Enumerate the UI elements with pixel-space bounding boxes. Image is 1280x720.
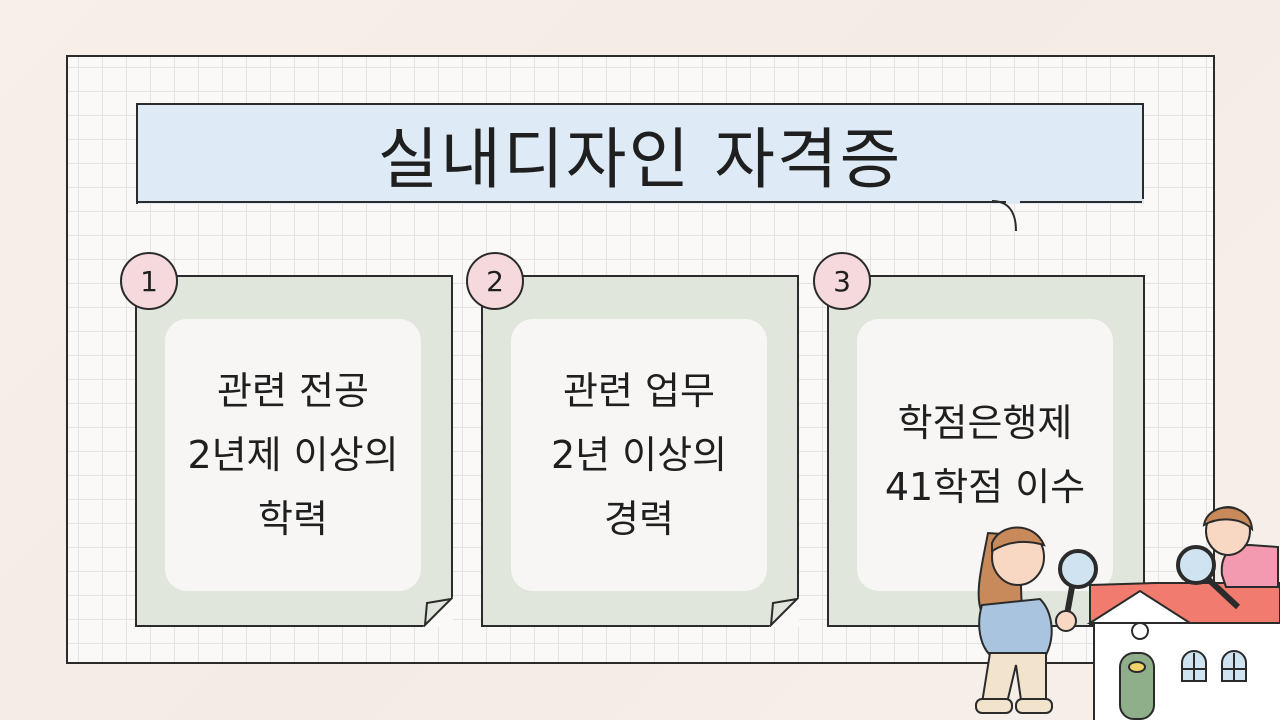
page-fold-icon [423, 597, 453, 627]
card-2: 관련 업무 2년 이상의 경력 [481, 275, 799, 627]
card-3-number-badge: 3 [813, 252, 871, 310]
page-title: 실내디자인 자격증 [377, 120, 903, 198]
card-2-number-badge: 2 [466, 252, 524, 310]
card-1: 관련 전공 2년제 이상의 학력 [135, 275, 453, 627]
title-box [136, 103, 1144, 204]
child-with-magnifier-illustration [1176, 506, 1279, 610]
title-right-edge [1142, 103, 1144, 199]
speech-tail-icon [991, 200, 1017, 232]
page-fold-icon [769, 597, 799, 627]
card-2-text: 관련 업무 2년 이상의 경력 [511, 319, 767, 591]
house-and-people-illustration [975, 506, 1280, 720]
title-underline-right [1020, 201, 1142, 203]
card-1-number-badge: 1 [120, 252, 178, 310]
title-underline [136, 201, 1006, 203]
house-illustration [1086, 582, 1280, 720]
card-1-text: 관련 전공 2년제 이상의 학력 [165, 319, 421, 591]
person-with-magnifier-illustration [975, 526, 1098, 714]
